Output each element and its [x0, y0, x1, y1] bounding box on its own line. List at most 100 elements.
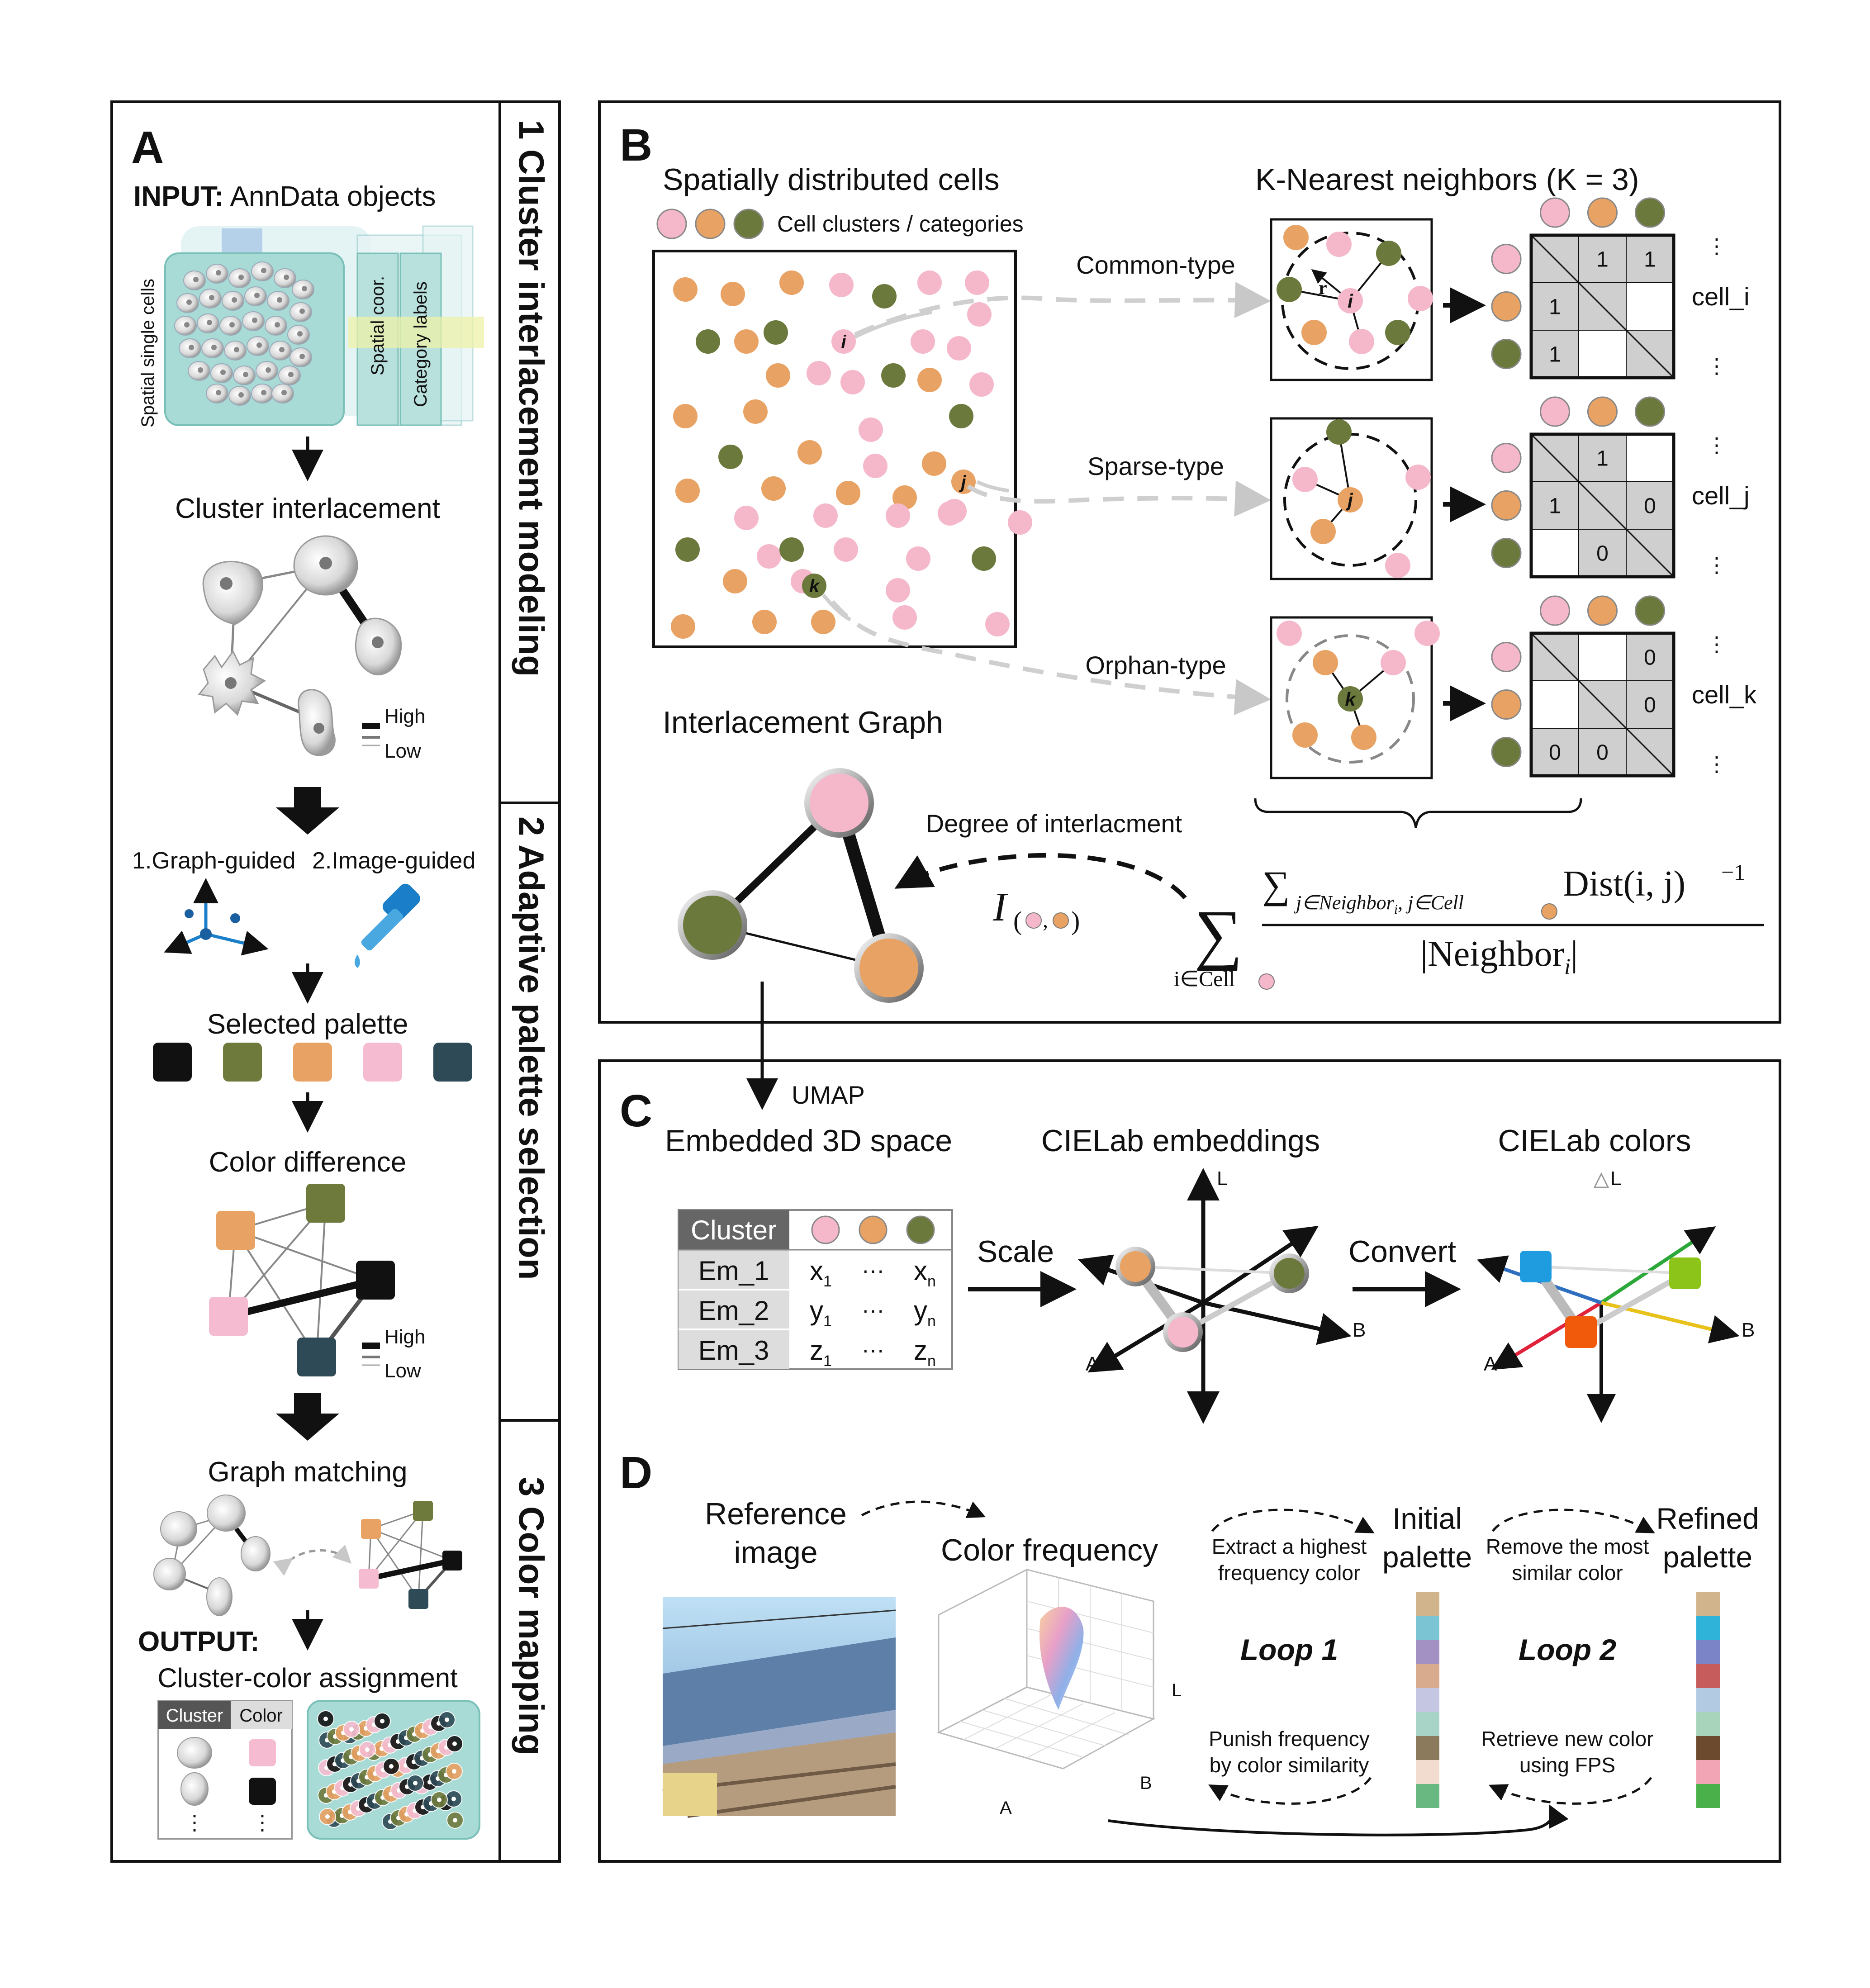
cell-dot	[811, 610, 835, 634]
cell-dot	[886, 503, 910, 528]
panel-a-letter: A	[131, 122, 164, 173]
cell-dot	[892, 605, 917, 630]
reference-image-label-1: Reference	[705, 1497, 847, 1531]
cell-dot	[673, 404, 698, 428]
color-difference-label: Color difference	[209, 1147, 407, 1178]
cell-dot	[947, 336, 971, 361]
sparse-type-label: Sparse-type	[1087, 452, 1224, 480]
legend-high-1: High	[384, 705, 426, 727]
legend-text: Cell clusters / categories	[777, 211, 1024, 237]
interlacement-graph	[678, 768, 924, 1003]
weight-legend-2: High Low	[362, 1326, 426, 1382]
cell-dot	[863, 454, 888, 478]
extract-label-1: Extract a highest	[1212, 1535, 1367, 1558]
cell-dot	[969, 372, 994, 397]
palette-swatch	[1416, 1592, 1439, 1616]
matrix-cell: 1	[1549, 295, 1561, 319]
initial-palette-label-2: palette	[1382, 1540, 1472, 1574]
formula-num-sub: j∈Neighbori, j∈Cell	[1294, 892, 1464, 917]
matrix-cell: 0	[1596, 741, 1609, 765]
palette-swatch	[153, 1043, 192, 1082]
cell-dot	[734, 506, 759, 530]
knn-title: K-Nearest neighbors (K = 3)	[1255, 162, 1639, 197]
formula-sum: ∑	[1194, 897, 1243, 972]
eyedropper-icon	[355, 883, 420, 968]
palette-swatch	[433, 1043, 472, 1082]
panel-b-letter: B	[620, 120, 652, 171]
cell-dot	[906, 546, 930, 571]
color-frequency-label: Color frequency	[941, 1533, 1158, 1567]
graph-matching-label: Graph matching	[208, 1457, 407, 1488]
palette-swatch	[1416, 1736, 1439, 1760]
cell-dot	[757, 544, 781, 569]
spatial-title: Spatially distributed cells	[663, 162, 1000, 197]
emb-row-dots: ···	[862, 1337, 884, 1362]
matrix-cell: 1	[1644, 248, 1656, 272]
cell-dot	[911, 329, 935, 354]
knn-box-orphan: k	[1270, 616, 1440, 779]
palette-swatch	[1696, 1784, 1720, 1808]
freq-axis-A: A	[1000, 1798, 1012, 1818]
emb-row-name: Em_3	[698, 1335, 769, 1366]
cell-dot	[922, 451, 946, 476]
refined-palette-label-2: palette	[1663, 1540, 1752, 1574]
matrix-cell: 1	[1596, 248, 1609, 272]
step-2-label: 2 Adaptive palette selection	[512, 816, 551, 1280]
cell-dot	[675, 479, 700, 503]
panel-b: B Spatially distributed cells Cell clust…	[598, 100, 1781, 1110]
table-vdots-2: ⋮	[252, 1811, 273, 1834]
color-difference-graph	[209, 1184, 395, 1376]
node-orange	[216, 1211, 255, 1250]
axes-icon	[164, 878, 269, 956]
cielab-embeddings-title: CIELab embeddings	[1041, 1124, 1320, 1158]
punish-label-2: by color similarity	[1210, 1753, 1369, 1777]
cell-dot	[696, 329, 720, 354]
cell-dot	[836, 481, 860, 505]
cell-dot	[718, 445, 743, 469]
emb-row-name: Em_1	[698, 1256, 769, 1286]
table-header-cluster-c: Cluster	[691, 1215, 777, 1245]
freq-axis-L: L	[1172, 1680, 1182, 1700]
formula-sub: i∈Cell	[1174, 967, 1235, 991]
cell-dot	[1008, 510, 1032, 535]
spatial-coor-label: Spatial coor.	[368, 276, 388, 375]
panel-a-border	[110, 100, 561, 1863]
table-header-color: Color	[239, 1706, 283, 1726]
cell-dot	[829, 273, 854, 297]
col-axis-B: B	[1742, 1319, 1755, 1341]
col-axis-A: A	[1484, 1353, 1497, 1375]
palette-swatch	[1416, 1688, 1439, 1712]
refined-palette	[1696, 1592, 1720, 1808]
loop2-label: Loop 2	[1519, 1633, 1617, 1666]
assignment-table: Cluster Color ⋮ ⋮	[157, 1700, 293, 1840]
category-labels-label: Category labels	[411, 281, 431, 407]
emb-axis-A: A	[1086, 1353, 1099, 1375]
panel-b-border	[598, 100, 1781, 1024]
retrieve-label-2: using FPS	[1519, 1753, 1615, 1777]
node-black	[356, 1261, 395, 1300]
spatial-single-cells-label: Spatial single cells	[138, 279, 158, 427]
spatial-dots: ijk	[671, 270, 1032, 639]
cielab-embeddings-axes: L A B	[1077, 1167, 1366, 1424]
step-1-label: 1 Cluster interlacement modeling	[512, 120, 551, 677]
matrix-vdots: ⋮	[1706, 632, 1727, 656]
cell-dot	[761, 476, 786, 501]
matrix-cell: 1	[1549, 343, 1561, 367]
palette-swatch	[1416, 1616, 1439, 1640]
cell-dot	[985, 612, 1010, 636]
cell-dot	[840, 370, 865, 394]
weight-legend-1: High Low	[362, 705, 426, 762]
emb-row-last: xn	[914, 1256, 936, 1290]
node-olive	[306, 1184, 345, 1223]
cell-dot	[881, 363, 906, 388]
cielab-colors-axes: L A B	[1476, 1167, 1755, 1423]
interlacement-graph-title: Interlacement Graph	[663, 705, 943, 740]
image-guided-label: 2.Image-guided	[312, 848, 475, 874]
cell-dot	[766, 363, 790, 388]
graph-matching-illustration	[153, 1495, 462, 1616]
formula: I ( , ) ∑ i∈Cell ∑ j∈Neighbori, j∈Cell D…	[992, 859, 1764, 991]
panel-a: A INPUT: AnnData objects Spatial single …	[110, 100, 561, 1863]
node-teal	[297, 1338, 336, 1376]
